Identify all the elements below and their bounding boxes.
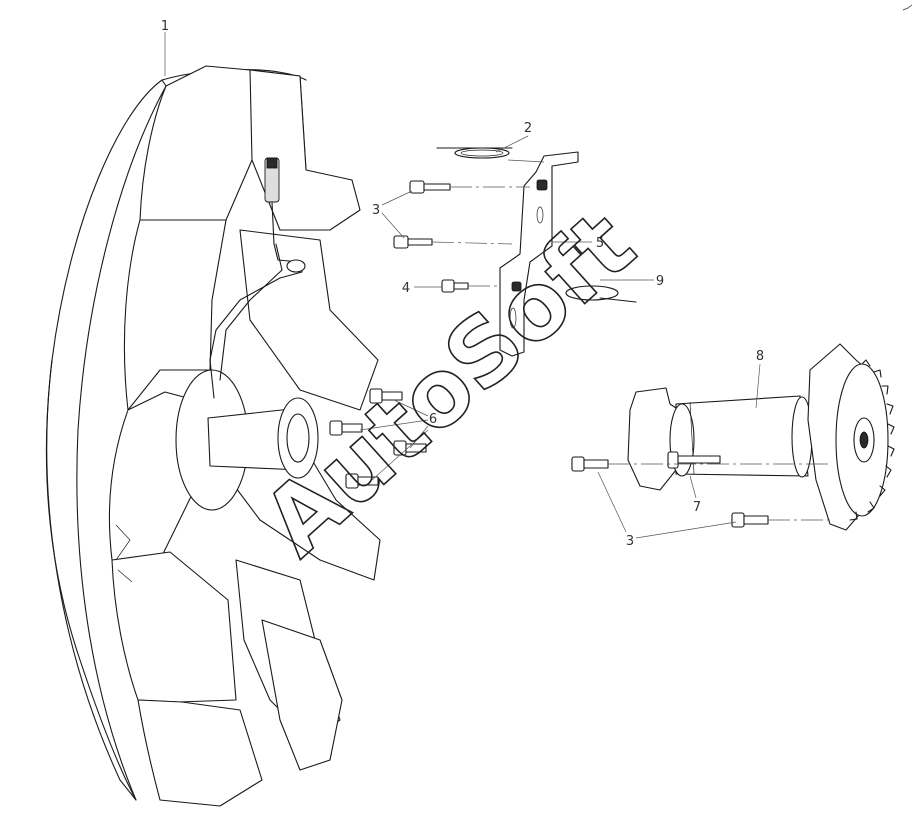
fan-assembly: [45, 65, 381, 807]
callout-labels: 1 2 3 3 4 5 6 7 8 9: [161, 19, 764, 549]
clip-ring: [565, 285, 637, 303]
callout-8: 8: [756, 349, 764, 364]
bolts-upper: [393, 180, 469, 293]
callout-2: 2: [524, 121, 532, 136]
callout-1: 1: [161, 19, 169, 34]
gasket: [436, 147, 513, 159]
bolt-upper-2: [393, 235, 433, 249]
callout-7: 7: [693, 500, 701, 515]
bolt-upper-1: [409, 180, 451, 194]
leader-lines: [164, 32, 832, 539]
callout-6: 6: [429, 412, 437, 427]
bracket: [499, 151, 579, 357]
callout-9: 9: [656, 274, 664, 289]
corner-mark: [902, 4, 913, 11]
callout-5: 5: [596, 236, 604, 251]
bolt-upper-3: [441, 279, 469, 293]
drive-unit: [571, 343, 895, 531]
callout-3-upper: 3: [372, 203, 380, 218]
callout-3-lower: 3: [626, 534, 634, 549]
bolts-hub: [329, 388, 427, 489]
callout-4: 4: [402, 281, 410, 296]
